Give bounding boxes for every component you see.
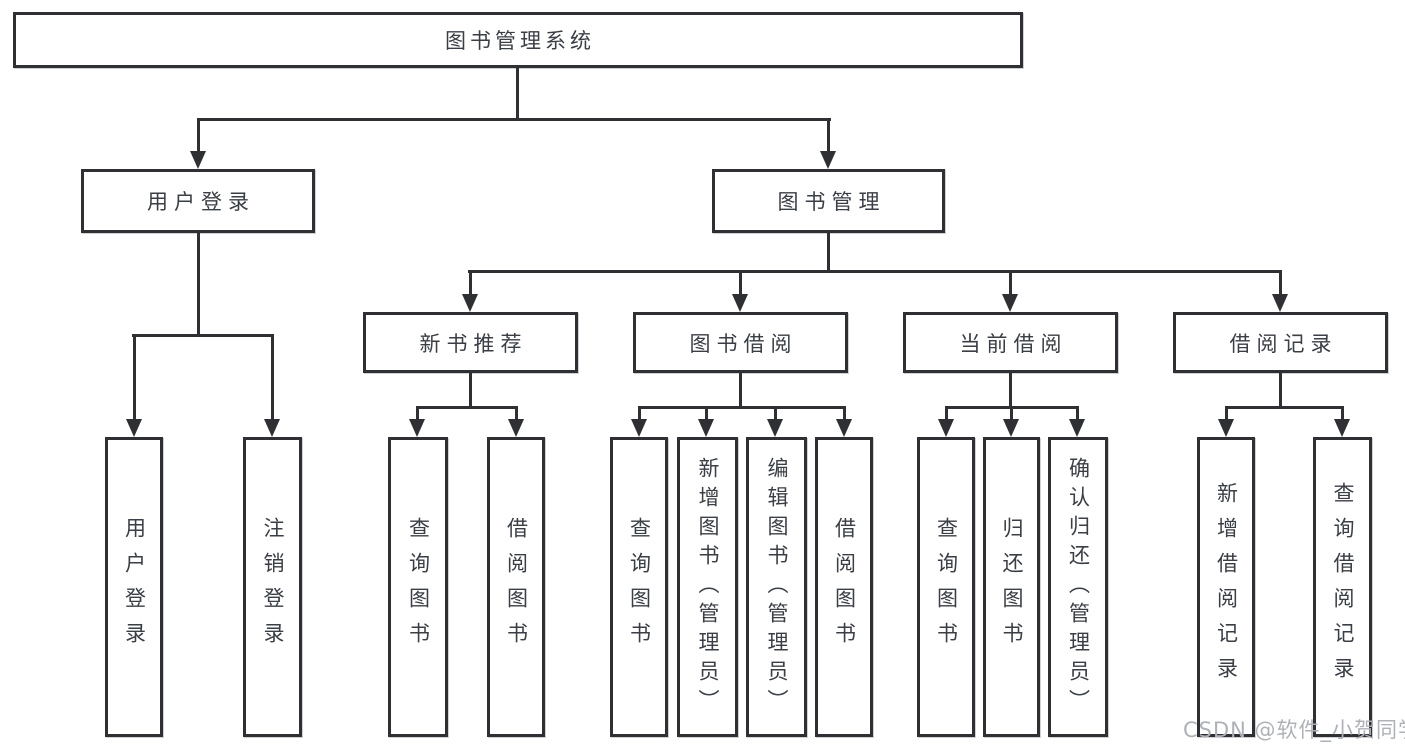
arrow-down-icon [508, 419, 524, 437]
connector-line [945, 406, 948, 420]
connector-line [468, 270, 1282, 273]
leaf-records-query-record: 查询借阅记录 [1313, 437, 1372, 737]
node-new-book-recommend: 新书推荐 [363, 312, 578, 373]
connector-line [515, 406, 518, 420]
connector-line [197, 118, 831, 121]
arrow-down-icon [836, 419, 852, 437]
arrow-down-icon [1272, 294, 1288, 312]
connector-line [827, 118, 830, 152]
leaf-borrow-borrow-books: 借阅图书 [815, 437, 873, 737]
arrow-down-icon [264, 419, 280, 437]
leaf-user-login: 用户登录 [105, 437, 163, 737]
node-borrow-records: 借阅记录 [1173, 312, 1388, 373]
arrow-down-icon [938, 419, 954, 437]
leaf-current-query-books: 查询图书 [917, 437, 975, 737]
connector-line [1009, 373, 1012, 409]
node-root: 图书管理系统 [13, 12, 1023, 68]
leaf-borrow-add-books-admin: 新增图书（管理员） [677, 437, 738, 737]
connector-line [1279, 270, 1282, 295]
connector-line [271, 334, 274, 419]
connector-line [469, 270, 472, 295]
connector-line [197, 233, 200, 337]
connector-line [827, 233, 830, 273]
arrow-down-icon [190, 151, 206, 169]
arrow-down-icon [126, 419, 142, 437]
connector-line [516, 68, 519, 120]
connector-line [1341, 406, 1344, 420]
node-user-login: 用户登录 [81, 169, 315, 233]
node-book-borrow: 图书借阅 [633, 312, 848, 373]
arrow-down-icon [1218, 419, 1234, 437]
leaf-borrow-edit-books-admin: 编辑图书（管理员） [746, 437, 807, 737]
connector-line [132, 334, 274, 337]
leaf-records-add-record: 新增借阅记录 [1197, 437, 1255, 737]
arrow-down-icon [698, 419, 714, 437]
connector-line [133, 334, 136, 419]
arrow-down-icon [631, 419, 647, 437]
arrow-down-icon [767, 419, 783, 437]
leaf-recommend-query-books: 查询图书 [388, 437, 448, 737]
leaf-recommend-borrow-books: 借阅图书 [487, 437, 545, 737]
connector-line [1076, 406, 1079, 420]
arrow-down-icon [1069, 419, 1085, 437]
connector-line [705, 406, 708, 420]
connector-line [469, 373, 472, 409]
connector-line [1225, 406, 1344, 409]
leaf-current-return-books: 归还图书 [983, 437, 1040, 737]
arrow-down-icon [462, 294, 478, 312]
connector-line [1009, 270, 1012, 295]
connector-line [416, 406, 518, 409]
arrow-down-icon [409, 419, 425, 437]
csdn-watermark: CSDN @软件_小贺同学 [1183, 718, 1405, 742]
leaf-borrow-query-books: 查询图书 [610, 437, 668, 737]
node-current-borrow: 当前借阅 [903, 312, 1118, 373]
arrow-down-icon [1334, 419, 1350, 437]
connector-line [739, 373, 742, 409]
leaf-logout: 注销登录 [243, 437, 302, 737]
arrow-down-icon [820, 151, 836, 169]
connector-line [638, 406, 641, 420]
connector-line [774, 406, 777, 420]
connector-line [197, 118, 200, 152]
arrow-down-icon [1002, 294, 1018, 312]
leaf-current-confirm-return-admin: 确认归还（管理员） [1048, 437, 1108, 737]
connector-line [843, 406, 846, 420]
connector-line [416, 406, 419, 420]
connector-line [1279, 373, 1282, 409]
connector-line [1010, 406, 1013, 420]
connector-line [638, 406, 846, 409]
connector-line [739, 270, 742, 295]
node-book-management: 图书管理 [712, 169, 945, 233]
arrow-down-icon [732, 294, 748, 312]
connector-line [1225, 406, 1228, 420]
arrow-down-icon [1003, 419, 1019, 437]
